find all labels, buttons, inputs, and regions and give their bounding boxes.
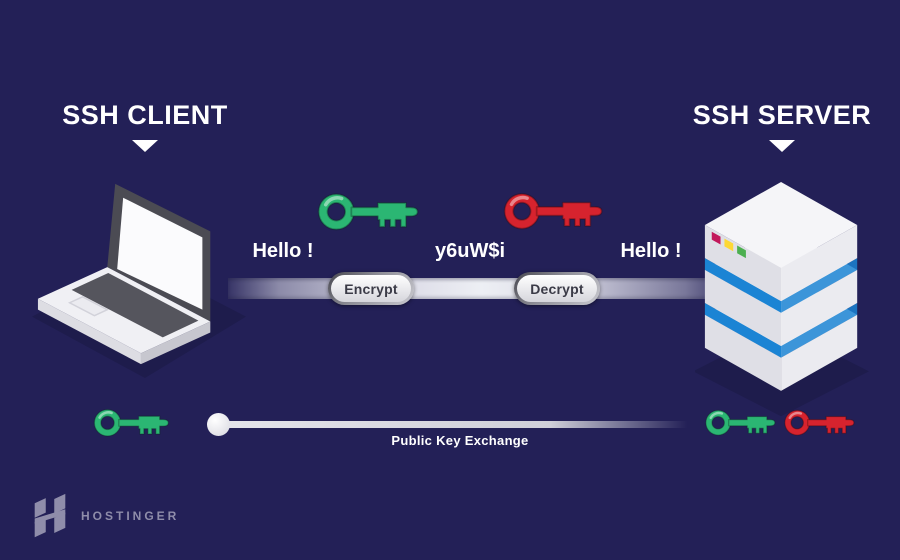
exchange-label: Public Key Exchange xyxy=(391,433,529,448)
green-key-icon xyxy=(704,409,777,437)
exchange-line xyxy=(220,421,692,428)
server-title: SSH SERVER xyxy=(692,100,872,130)
green-key-icon xyxy=(93,408,170,438)
triangle-down-icon xyxy=(132,140,158,152)
plaintext-message-left: Hello ! xyxy=(252,240,314,262)
client-title: SSH CLIENT xyxy=(62,100,228,130)
led-yellow-icon xyxy=(724,238,734,252)
brand-wordmark: HOSTINGER xyxy=(81,509,180,523)
green-key-icon xyxy=(316,192,420,232)
red-key-icon xyxy=(783,409,856,437)
led-green-icon xyxy=(737,245,746,259)
decrypt-button[interactable]: Decrypt xyxy=(514,272,600,305)
red-key-icon xyxy=(502,192,604,231)
triangle-down-icon xyxy=(769,140,795,152)
encrypt-button[interactable]: Encrypt xyxy=(328,272,414,305)
server-stack-icon xyxy=(695,182,869,417)
timeline-dot xyxy=(207,413,230,436)
transmission-band xyxy=(228,278,736,299)
encrypt-button-label: Encrypt xyxy=(331,275,411,302)
hostinger-h-icon xyxy=(34,493,66,538)
laptop-icon xyxy=(32,183,246,379)
decrypt-button-label: Decrypt xyxy=(517,275,597,302)
encrypted-message: y6uW$i xyxy=(434,240,506,262)
brand-logo: HOSTINGER xyxy=(33,493,179,539)
plaintext-message-right: Hello ! xyxy=(620,240,682,262)
led-red-icon xyxy=(711,231,721,245)
